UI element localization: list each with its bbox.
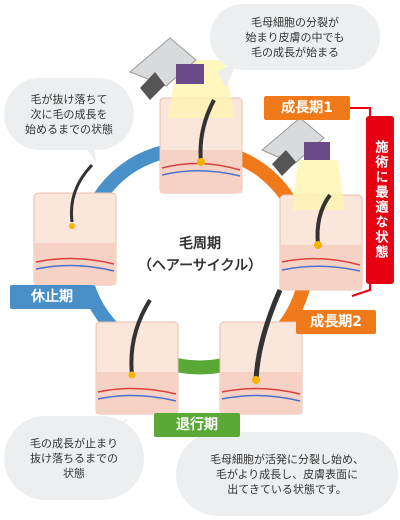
bubble-telogen-description: 毛が抜け落ちて 次に毛の成長を 始めるまでの状態 — [4, 78, 134, 150]
stage-label-anagen2: 成長期2 — [296, 310, 376, 334]
stage-label-catagen: 退行期 — [154, 413, 240, 437]
stage-label-anagen1: 成長期1 — [264, 96, 350, 120]
skin-panel-telogen — [33, 163, 117, 286]
skin-panel-anagen2 — [279, 160, 363, 291]
laser-device-icon-2 — [261, 117, 330, 176]
stage-label-telogen: 休止期 — [10, 285, 94, 309]
bubble-anagen2-description: 毛母細胞が活発に分裂し始め、 毛がより成長し、皮膚表面に 出てきている状態です。 — [176, 432, 398, 516]
center-subtitle: （ヘアーサイクル） — [137, 258, 263, 274]
skin-panel-catagen-left — [95, 298, 179, 415]
bubble-anagen1-description: 毛母細胞の分裂が 始まり皮膚の中でも 毛の成長が始まる — [210, 4, 380, 70]
skin-panel-catagen-right — [219, 288, 303, 415]
laser-device-icon — [129, 37, 204, 100]
bubble-catagen-description: 毛の成長が止まり 抜け落ちるまでの 状態 — [4, 416, 144, 500]
center-title: 毛周期 — [179, 236, 221, 252]
treatment-optimal-label: 施術に最適な状態 — [366, 116, 394, 284]
